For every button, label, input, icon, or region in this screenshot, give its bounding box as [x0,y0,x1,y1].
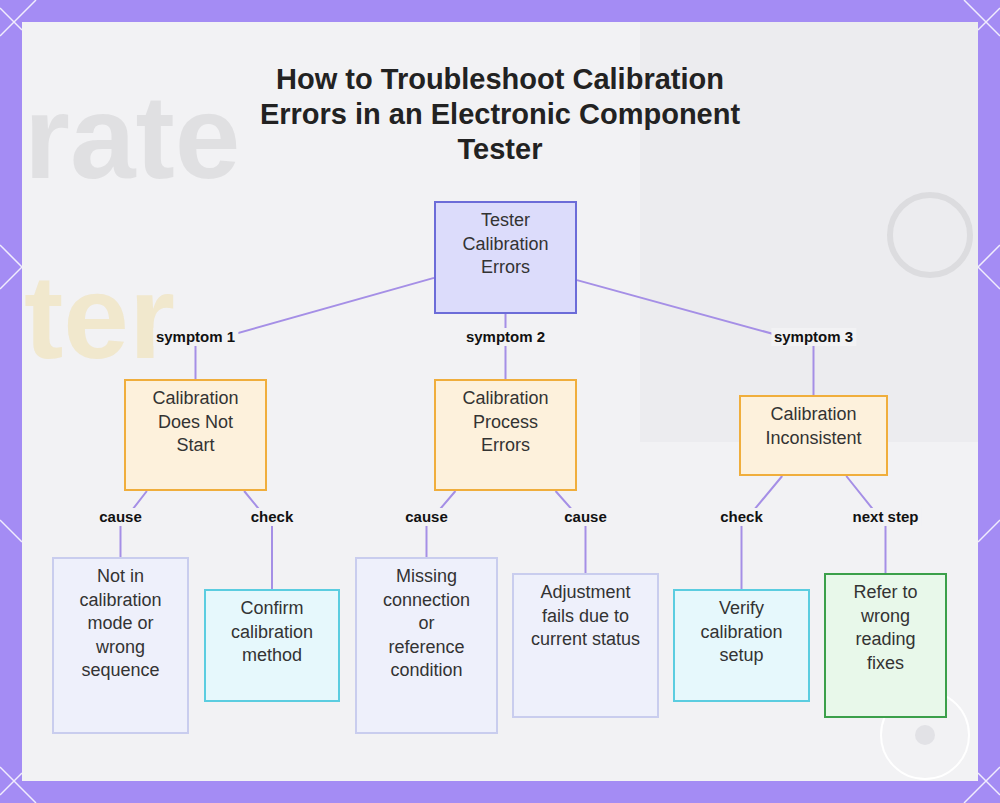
edge-label: cause [561,508,610,526]
symptom-box: Calibration Process Errors [434,379,577,491]
edge-label: symptom 1 [153,328,238,346]
node-label: Tester Calibration Errors [451,209,560,280]
edge-label: next step [850,508,922,526]
root-box: Tester Calibration Errors [434,201,577,314]
node-label: Verify calibration setup [685,597,798,668]
connector-line [244,491,272,589]
check-box: Verify calibration setup [673,589,810,702]
symptom-box: Calibration Inconsistent [739,395,888,476]
connector-line [505,314,507,379]
node-label: Not in calibration mode or wrong sequenc… [74,565,167,683]
diagram-title: How to Troubleshoot Calibration Errors i… [245,62,755,167]
symptom-box: Calibration Does Not Start [124,379,267,491]
edge-label: check [248,508,297,526]
node-label: Calibration Process Errors [451,387,560,458]
next-step-box: Refer to wrong reading fixes [824,573,947,718]
node-label: Calibration Inconsistent [756,403,871,450]
connector-line [556,491,586,573]
node-label: Confirm calibration method [216,597,328,668]
node-label: Refer to wrong reading fixes [846,581,925,675]
background-watermark: ter [24,258,175,376]
logo-watermark-core [915,725,935,745]
connector-line [742,476,783,589]
cause-box: Not in calibration mode or wrong sequenc… [52,557,189,734]
background-watermark: rate [24,78,240,196]
check-box: Confirm calibration method [204,589,340,702]
node-label: Adjustment fails due to current status [530,581,641,652]
panel [22,22,978,781]
edge-label: cause [96,508,145,526]
edge-label: symptom 3 [771,328,856,346]
node-label: Missing connection or reference conditio… [379,565,474,683]
cause-box: Adjustment fails due to current status [512,573,659,718]
faded-dial [890,195,970,275]
node-label: Calibration Does Not Start [141,387,250,458]
edge-label: symptom 2 [463,328,548,346]
edge-label: cause [402,508,451,526]
edge-label: check [717,508,766,526]
cause-box: Missing connection or reference conditio… [355,557,498,734]
